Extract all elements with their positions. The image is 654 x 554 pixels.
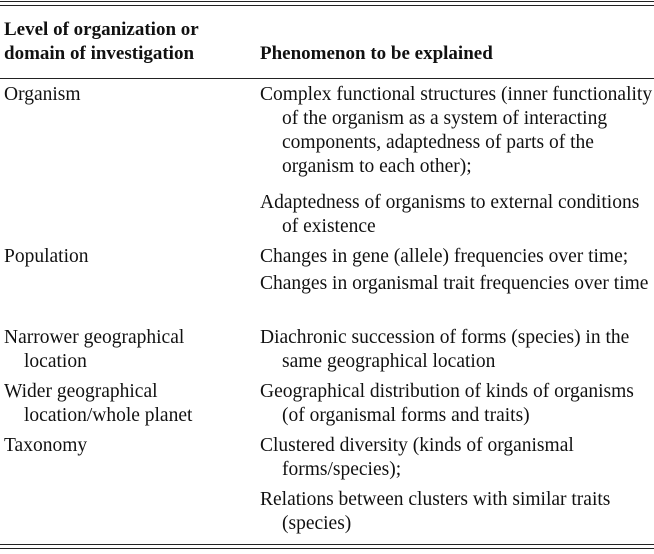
bottom-rule-inner [0,544,654,545]
header-rule [0,78,654,79]
row-narrower-location-level: Narrower geographical location [4,327,185,372]
row-organism-phenomenon-2: Adaptedness of organisms to external con… [260,192,640,237]
row-population-phenomenon-1: Changes in gene (allele) frequencies ove… [260,246,629,267]
row-taxonomy-level: Taxonomy [4,435,88,456]
top-rule-outer [0,1,654,2]
column-header-phenomenon: Phenomenon to be explained [260,43,493,64]
row-organism-level: Organism [4,84,81,105]
row-taxonomy-phenomenon-1: Clustered diversity (kinds of organismal… [260,435,574,480]
column-header-level: Level of organization or domain of inves… [4,19,199,64]
top-rule-inner [0,5,654,6]
row-taxonomy-phenomenon-2: Relations between clusters with similar … [260,489,611,534]
row-narrower-location-phenomenon-1: Diachronic succession of forms (species)… [260,327,630,372]
bottom-rule-outer [0,548,654,549]
row-population-level: Population [4,246,89,267]
row-wider-location-level: Wider geographical location/whole planet [4,381,193,426]
row-organism-phenomenon-1: Complex functional structures (inner fun… [260,84,653,177]
row-population-phenomenon-2: Changes in organismal trait frequencies … [260,273,649,294]
row-wider-location-phenomenon-1: Geographical distribution of kinds of or… [260,381,634,426]
